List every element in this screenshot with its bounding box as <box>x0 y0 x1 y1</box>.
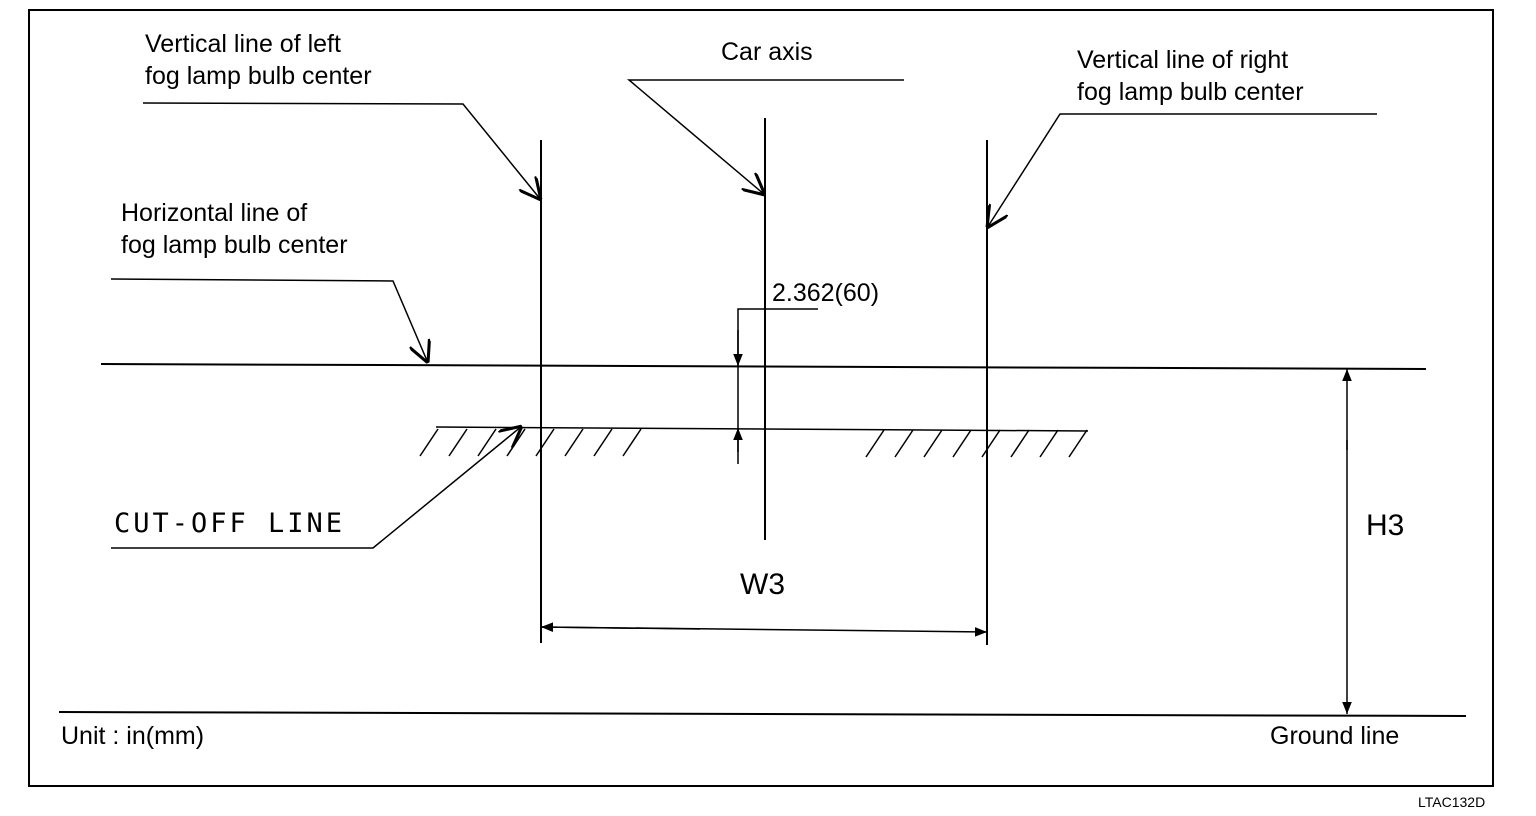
left-vertical-leader <box>142 102 541 200</box>
figure-code: LTAC132D <box>1418 794 1485 810</box>
horizontal-line-label-line2: fog lamp bulb center <box>121 231 348 259</box>
offset-dimension <box>733 308 818 464</box>
left-vertical-label-line1: Vertical line of left <box>145 30 341 58</box>
right-vertical-label-line2: fog lamp bulb center <box>1077 78 1304 106</box>
ground-line-label: Ground line <box>1270 722 1399 750</box>
horizontal-center-line <box>100 363 1427 370</box>
horizontal-line-label-line1: Horizontal line of <box>121 199 307 227</box>
width-dimension-label: W3 <box>740 568 785 601</box>
unit-label: Unit : in(mm) <box>61 722 204 750</box>
right-vertical-label-line1: Vertical line of right <box>1077 46 1288 74</box>
width-dimension <box>540 622 988 637</box>
cut-off-leader <box>111 426 522 549</box>
diagram-frame <box>28 9 1494 787</box>
height-dimension-label: H3 <box>1366 509 1404 542</box>
ground-line <box>58 711 1467 717</box>
car-axis-leader <box>626 79 904 195</box>
car-axis-label: Car axis <box>721 38 813 66</box>
offset-dimension-label: 2.362(60) <box>772 279 879 307</box>
left-vertical-label-line2: fog lamp bulb center <box>145 62 372 90</box>
right-vertical-leader <box>987 113 1377 228</box>
horizontal-line-leader <box>110 278 428 363</box>
cut-off-line <box>419 426 1089 458</box>
cut-off-line-label: CUT-OFF LINE <box>114 508 345 539</box>
